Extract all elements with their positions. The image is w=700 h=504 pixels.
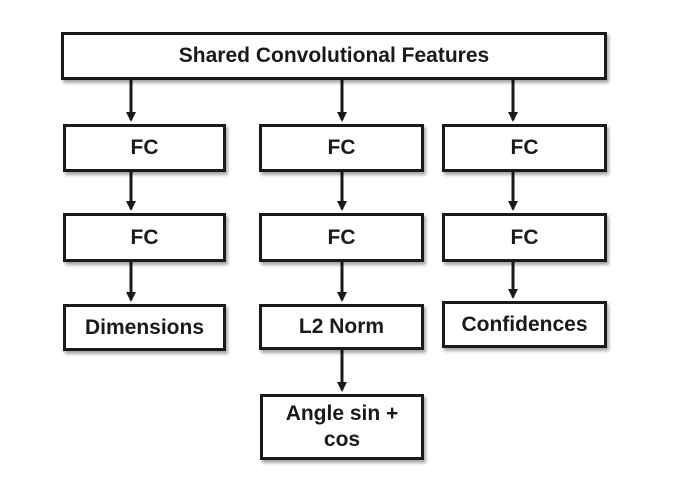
angle-node: Angle sin + cos xyxy=(260,394,424,460)
shared-features-label: Shared Convolutional Features xyxy=(178,44,490,68)
confidences-node: Confidences xyxy=(442,301,607,348)
middle-fc2-node: FC xyxy=(259,213,424,262)
l2-norm-label: L2 Norm xyxy=(298,315,385,339)
shared-features-node: Shared Convolutional Features xyxy=(61,32,607,80)
dimensions-label: Dimensions xyxy=(84,315,205,339)
angle-label: Angle sin + cos xyxy=(285,402,399,451)
l2-norm-node: L2 Norm xyxy=(259,304,424,350)
middle-fc1-node: FC xyxy=(259,124,424,172)
right-fc2-node: FC xyxy=(442,213,607,262)
left-fc2-node: FC xyxy=(63,213,226,262)
right-fc1-node: FC xyxy=(442,124,607,172)
right-fc1-label: FC xyxy=(510,136,539,160)
dimensions-node: Dimensions xyxy=(63,304,226,351)
left-fc2-label: FC xyxy=(130,225,159,249)
right-fc2-label: FC xyxy=(510,225,539,249)
middle-fc1-label: FC xyxy=(327,136,356,160)
confidences-label: Confidences xyxy=(461,312,588,336)
middle-fc2-label: FC xyxy=(327,225,356,249)
left-fc1-node: FC xyxy=(63,124,226,172)
left-fc1-label: FC xyxy=(130,136,159,160)
